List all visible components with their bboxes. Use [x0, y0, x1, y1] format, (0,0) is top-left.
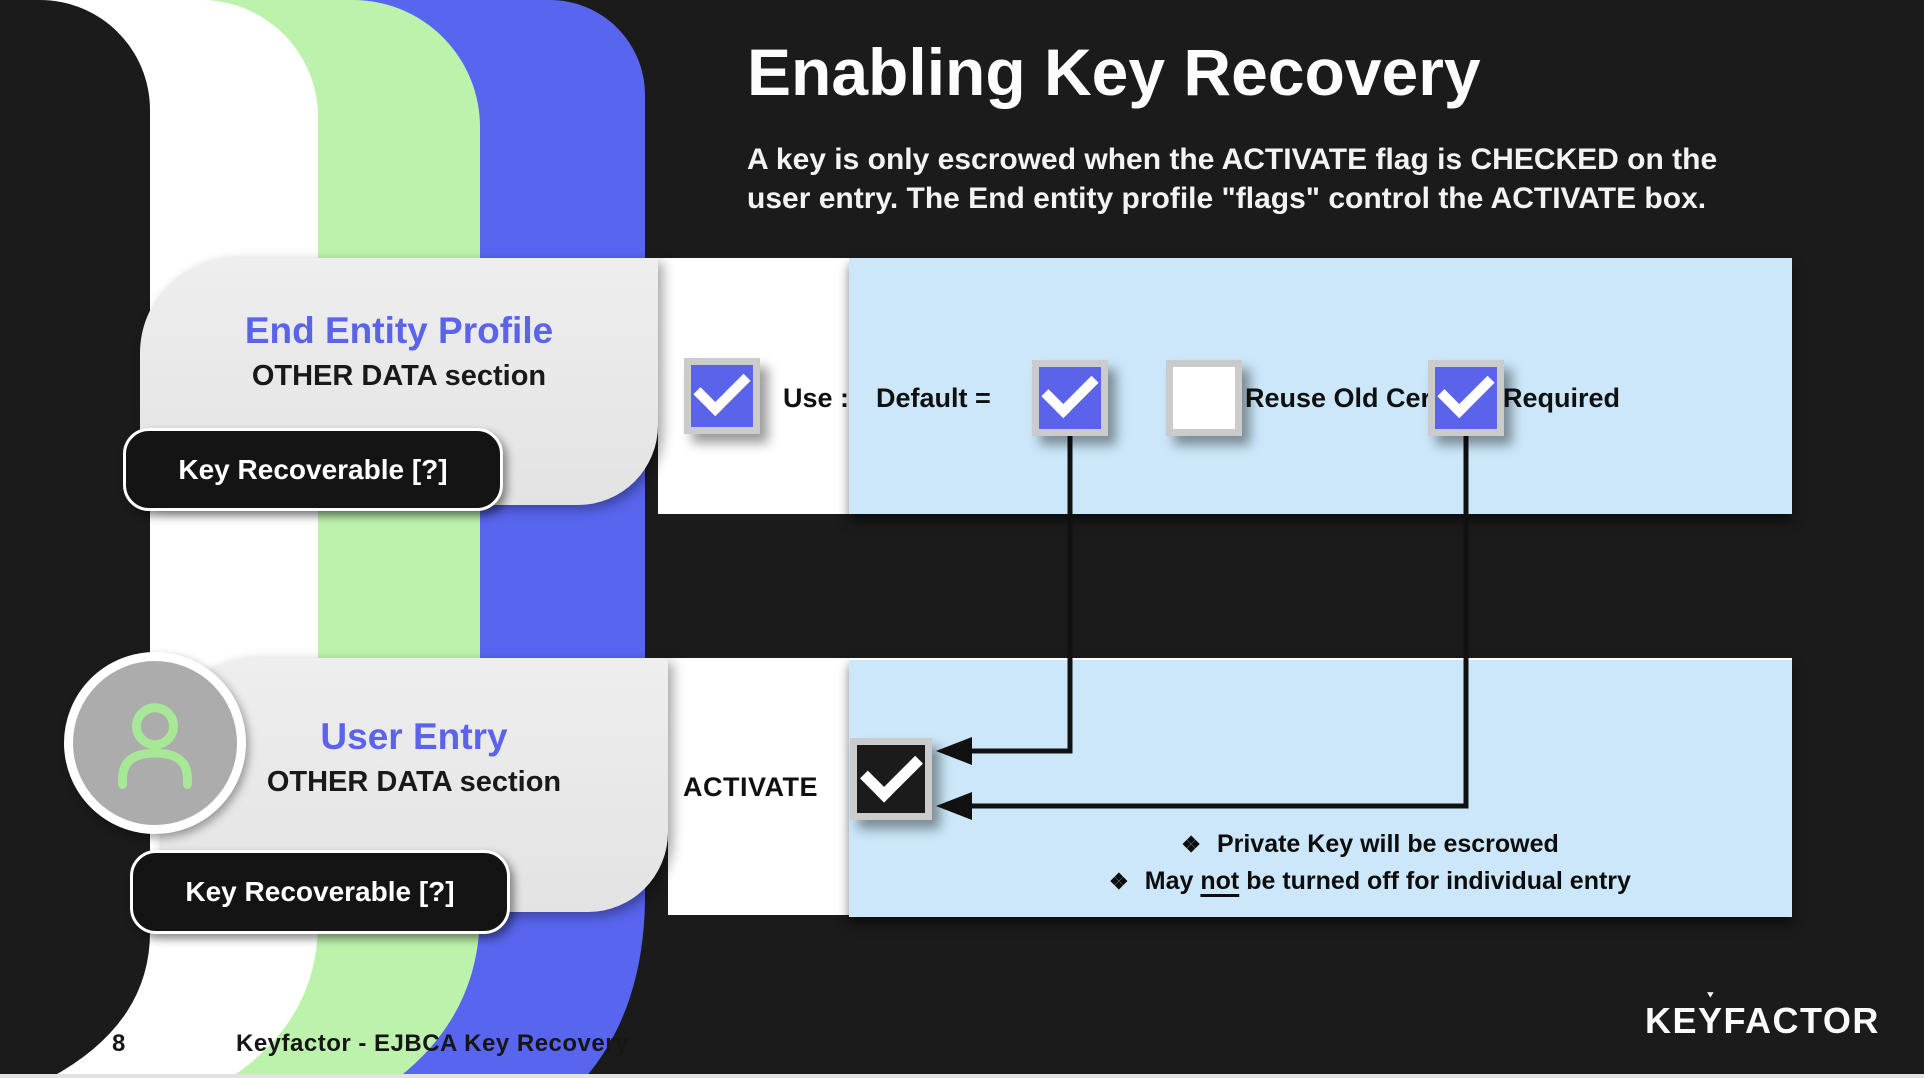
key-recoverable-badge-user: Key Recoverable [?] [130, 850, 510, 934]
use-checkbox[interactable] [684, 358, 760, 434]
logo-triangle-icon: ▼ [1704, 989, 1717, 1000]
page-number: 8 [112, 1030, 126, 1057]
page-title: Enabling Key Recovery [747, 35, 1481, 109]
note-item-2-prefix: May [1144, 867, 1201, 895]
logo-text-post: FACTOR [1723, 1000, 1880, 1041]
subtitle-line-1: A key is only escrowed when the ACTIVATE… [747, 143, 1718, 176]
diamond-bullet-icon: ❖ [1109, 869, 1129, 894]
arrowhead-icon [936, 737, 972, 765]
note-item-1-text: Private Key will be escrowed [1216, 830, 1559, 858]
activate-label: ACTIVATE [683, 772, 818, 802]
reuse-old-cert-checkbox[interactable] [1166, 360, 1242, 436]
subtitle-line-2: user entry. The End entity profile "flag… [747, 182, 1707, 215]
page-subtitle: A key is only escrowed when the ACTIVATE… [747, 140, 1717, 218]
use-label: Use : [783, 383, 850, 413]
check-icon [860, 739, 923, 803]
key-recoverable-badge-label: Key Recoverable [?] [178, 453, 448, 485]
default-to-activate-line [968, 400, 1073, 754]
reuse-old-cert-label: Reuse Old Cert [1245, 383, 1441, 413]
check-icon [1041, 360, 1099, 419]
user-entry-panel [849, 658, 1792, 917]
logo-letter-y: ▼Y [1698, 989, 1724, 1042]
required-label: Required [1503, 383, 1621, 413]
default-label: Default = [876, 383, 991, 413]
user-entry-subheading: OTHER DATA section [266, 766, 562, 798]
lower-white-strip [668, 658, 849, 915]
avatar [64, 652, 246, 834]
note-item-2-suffix: be turned off for individual entry [1239, 867, 1631, 895]
activate-checkbox[interactable] [850, 738, 932, 820]
end-entity-profile-panel [849, 258, 1792, 514]
logo-text-y: Y [1698, 1000, 1724, 1041]
required-to-activate-line [968, 400, 1469, 809]
user-icon [118, 703, 192, 789]
arrowhead-icon [936, 792, 972, 820]
user-entry-heading: User Entry [320, 716, 508, 757]
required-checkbox[interactable] [1428, 360, 1504, 436]
note-item-1: ❖ Private Key will be escrowed [1020, 826, 1720, 863]
key-recoverable-badge-profile: Key Recoverable [?] [123, 428, 503, 511]
slide-bottom-edge [0, 1074, 1924, 1078]
check-icon [1437, 360, 1495, 419]
end-entity-profile-heading: End Entity Profile [244, 310, 554, 351]
note-item-2-underlined: not [1200, 867, 1240, 895]
end-entity-profile-subheading: OTHER DATA section [251, 360, 547, 392]
check-icon [693, 358, 751, 417]
footer-deck-title: Keyfactor - EJBCA Key Recovery [236, 1030, 629, 1057]
note-item-2: ❖ May not be turned off for individual en… [1020, 863, 1720, 900]
key-recoverable-badge-label: Key Recoverable [?] [185, 876, 455, 907]
logo-text-pre: KE [1645, 1000, 1699, 1041]
diamond-bullet-icon: ❖ [1181, 832, 1201, 857]
default-checkbox[interactable] [1032, 360, 1108, 436]
escrow-notes: ❖ Private Key will be escrowed ❖ May not b… [1020, 826, 1720, 900]
